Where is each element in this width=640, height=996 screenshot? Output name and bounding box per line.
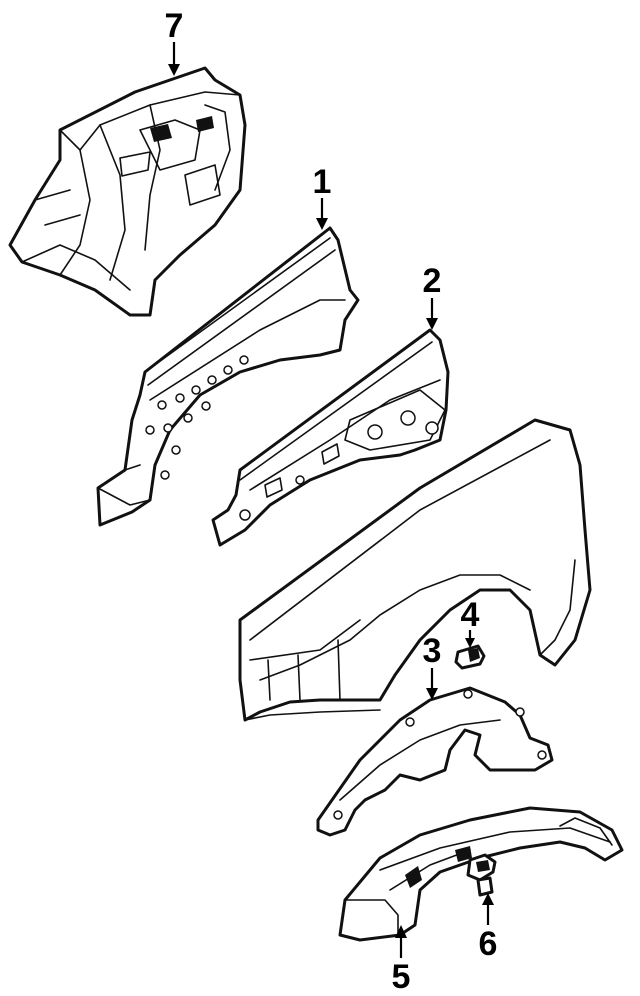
callout-label-6: 6 — [479, 925, 498, 963]
callout-2: 2 — [423, 262, 442, 330]
callout-7: 7 — [165, 7, 184, 76]
callout-label-5: 5 — [392, 958, 411, 996]
callout-1: 1 — [313, 163, 332, 230]
callout-label-7: 7 — [165, 7, 184, 45]
part-1-inner-apron — [96, 226, 360, 527]
callout-label-1: 1 — [313, 163, 332, 201]
callout-5: 5 — [392, 925, 411, 996]
part-3-splash-shield — [316, 686, 554, 837]
callout-label-2: 2 — [423, 262, 442, 300]
part-7-cowl-panel — [8, 66, 247, 317]
callout-3: 3 — [423, 632, 442, 700]
callout-label-4: 4 — [461, 596, 480, 634]
part-6-fastener — [466, 853, 497, 897]
front-fender-panel — [238, 418, 592, 722]
callout-6: 6 — [479, 893, 498, 963]
part-4-clip — [454, 644, 486, 670]
part-2-apron-reinforcement — [211, 328, 450, 547]
callout-4: 4 — [461, 596, 480, 648]
callout-label-3: 3 — [423, 632, 442, 670]
